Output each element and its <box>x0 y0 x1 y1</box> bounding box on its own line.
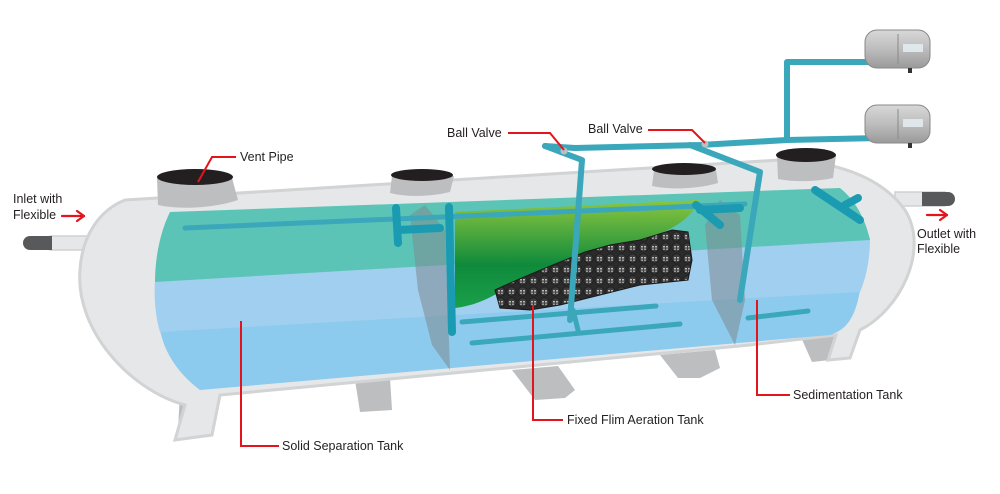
label-vent-pipe: Vent Pipe <box>197 150 294 183</box>
ball-valve-1-leader <box>508 132 565 151</box>
support-leg <box>355 378 392 412</box>
manholes <box>157 148 836 208</box>
vent-pipe-leader <box>197 156 236 183</box>
fixed-film-aeration-tank-label: Fixed Flim Aeration Tank <box>567 413 704 427</box>
internal-pipes <box>182 186 864 346</box>
outlet-label-line2: Flexible <box>917 242 960 256</box>
fixed-film-media <box>494 229 693 311</box>
sedimentation-tank-label: Sedimentation Tank <box>793 388 903 402</box>
ball-valve-1-label: Ball Valve <box>447 126 502 140</box>
inlet-label-line1: Inlet with <box>13 192 62 206</box>
outlet-arrow-icon <box>925 208 949 222</box>
baffle-wall-2 <box>705 200 745 345</box>
sedimentation-leader <box>756 300 790 396</box>
outlet-pipe <box>894 191 955 207</box>
manhole-vent-pipe <box>157 169 238 208</box>
outlet-label-line1: Outlet with <box>917 227 976 241</box>
label-fixed-film-aeration-tank: Fixed Flim Aeration Tank <box>532 305 704 427</box>
support-leg <box>512 366 575 400</box>
air-supply-pipes <box>542 59 883 323</box>
solid-separation-leader <box>240 321 279 447</box>
label-outlet: Outlet with Flexible <box>917 208 976 256</box>
manhole-3 <box>652 163 718 189</box>
solid-separation-tank-label: Solid Separation Tank <box>282 439 404 453</box>
support-leg <box>660 350 720 378</box>
fixed-film-leader <box>532 305 563 421</box>
manhole-2 <box>390 169 454 196</box>
vent-pipe-label: Vent Pipe <box>240 150 294 164</box>
ball-valve-2-leader <box>648 129 706 144</box>
label-solid-separation-tank: Solid Separation Tank <box>240 321 404 453</box>
label-ball-valve-1: Ball Valve <box>447 126 565 151</box>
baffle-wall-1 <box>410 205 450 370</box>
label-ball-valve-2: Ball Valve <box>588 122 706 144</box>
air-blower-1 <box>864 29 931 73</box>
air-blower-2 <box>864 104 931 148</box>
manhole-4 <box>776 148 836 182</box>
ball-valve-2-label: Ball Valve <box>588 122 643 136</box>
inlet-arrow-icon <box>60 209 86 223</box>
inlet-label-line2: Flexible <box>13 208 56 222</box>
label-sedimentation-tank: Sedimentation Tank <box>756 300 903 402</box>
label-inlet: Inlet with Flexible <box>13 192 86 223</box>
